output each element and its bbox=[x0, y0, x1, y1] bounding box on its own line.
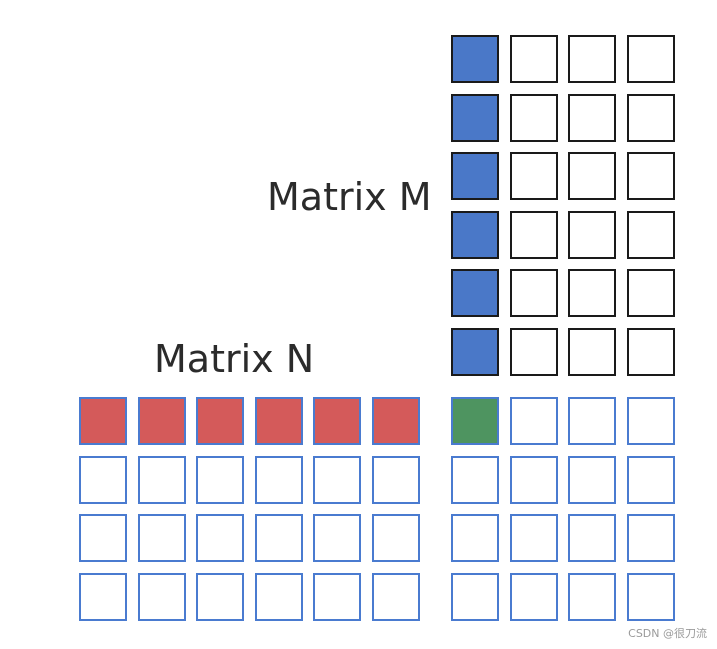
matrix-m-cell bbox=[510, 328, 558, 376]
matrix-p-cell bbox=[627, 397, 675, 445]
matrix-m-cell bbox=[568, 152, 616, 200]
matrix-p-cell bbox=[510, 456, 558, 504]
matrix-p-cell bbox=[451, 573, 499, 621]
matrix-n-label: Matrix N bbox=[154, 337, 315, 381]
matrix-n-cell bbox=[138, 456, 186, 504]
matrix-n-cell bbox=[255, 397, 303, 445]
matrix-m-cell bbox=[627, 35, 675, 83]
matrix-p-cell bbox=[627, 456, 675, 504]
matrix-n-cell bbox=[79, 456, 127, 504]
matrix-p-cell bbox=[510, 514, 558, 562]
matrix-n-cell bbox=[196, 573, 244, 621]
matrix-p-cell bbox=[510, 397, 558, 445]
matrix-m-cell bbox=[568, 94, 616, 142]
matrix-n-cell bbox=[372, 514, 420, 562]
matrix-n-cell bbox=[255, 514, 303, 562]
matrix-m-cell bbox=[510, 269, 558, 317]
matrix-m-cell bbox=[451, 35, 499, 83]
matrix-m-cell bbox=[568, 35, 616, 83]
matrix-p-cell bbox=[451, 397, 499, 445]
matrix-p-cell bbox=[627, 514, 675, 562]
matrix-m-cell bbox=[451, 94, 499, 142]
matrix-n-cell bbox=[196, 514, 244, 562]
matrix-m-cell bbox=[510, 211, 558, 259]
matrix-m-cell bbox=[627, 328, 675, 376]
matrix-n-cell bbox=[79, 573, 127, 621]
matrix-m-cell bbox=[451, 211, 499, 259]
matrix-n-cell bbox=[313, 397, 361, 445]
matrix-n-cell bbox=[196, 456, 244, 504]
matrix-m-grid bbox=[451, 35, 685, 386]
matrix-p-cell bbox=[568, 573, 616, 621]
matrix-n-cell bbox=[138, 573, 186, 621]
matrix-n-cell bbox=[196, 397, 244, 445]
matrix-n-cell bbox=[255, 573, 303, 621]
matrix-m-cell bbox=[510, 152, 558, 200]
matrix-n-cell bbox=[79, 514, 127, 562]
matrix-m-cell bbox=[510, 35, 558, 83]
matrix-p-grid bbox=[451, 397, 685, 631]
matrix-n-cell bbox=[313, 573, 361, 621]
matrix-m-label: Matrix M bbox=[267, 175, 432, 219]
matrix-m-cell bbox=[627, 152, 675, 200]
matrix-n-cell bbox=[372, 573, 420, 621]
matrix-m-cell bbox=[451, 328, 499, 376]
matrix-m-cell bbox=[510, 94, 558, 142]
matrix-n-cell bbox=[313, 514, 361, 562]
matrix-m-cell bbox=[451, 152, 499, 200]
matrix-m-cell bbox=[568, 211, 616, 259]
matrix-m-cell bbox=[568, 269, 616, 317]
matrix-p-cell bbox=[451, 456, 499, 504]
matrix-m-cell bbox=[451, 269, 499, 317]
watermark: CSDN @很刀流 bbox=[628, 627, 707, 640]
matrix-p-cell bbox=[568, 397, 616, 445]
matrix-n-cell bbox=[372, 397, 420, 445]
matrix-n-cell bbox=[79, 397, 127, 445]
matrix-p-cell bbox=[627, 573, 675, 621]
matrix-n-cell bbox=[138, 514, 186, 562]
matrix-n-cell bbox=[138, 397, 186, 445]
matrix-m-cell bbox=[568, 328, 616, 376]
matrix-p-cell bbox=[568, 456, 616, 504]
matrix-m-cell bbox=[627, 269, 675, 317]
matrix-n-grid bbox=[79, 397, 430, 631]
matrix-m-cell bbox=[627, 94, 675, 142]
matrix-m-cell bbox=[627, 211, 675, 259]
matrix-n-cell bbox=[255, 456, 303, 504]
matrix-n-cell bbox=[372, 456, 420, 504]
matrix-p-cell bbox=[568, 514, 616, 562]
matrix-p-cell bbox=[451, 514, 499, 562]
matrix-n-cell bbox=[313, 456, 361, 504]
matrix-p-cell bbox=[510, 573, 558, 621]
